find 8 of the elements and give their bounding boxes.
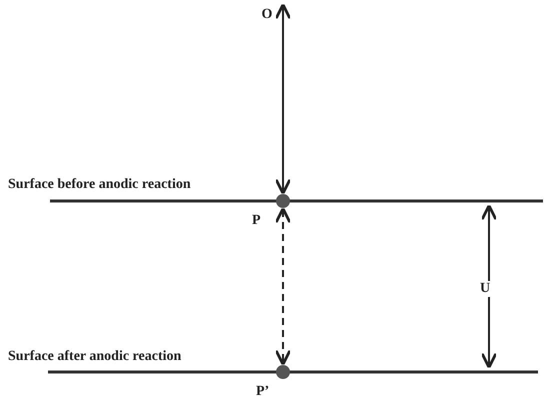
dimension-label: U	[480, 281, 490, 297]
arrow	[274, 3, 292, 195]
surface-label: Surface before anodic reaction	[8, 177, 191, 193]
point-label: O	[259, 6, 275, 24]
surface-label: Surface after anodic reaction	[8, 349, 182, 365]
dashed-arrow	[274, 207, 292, 366]
point-label: P’	[256, 384, 270, 400]
point-label: P	[252, 213, 261, 229]
